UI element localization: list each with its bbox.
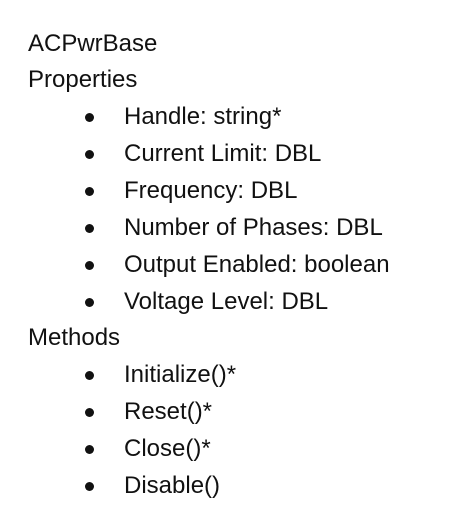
bullet-icon [85, 150, 94, 159]
class-name: ACPwrBase [28, 30, 158, 57]
property-item: Output Enabled: boolean [28, 246, 448, 283]
property-text: Frequency: DBL [124, 177, 298, 204]
property-text: Number of Phases: DBL [124, 214, 383, 241]
method-text: Close()* [124, 435, 211, 462]
property-item: Frequency: DBL [28, 172, 448, 209]
property-item: Number of Phases: DBL [28, 209, 448, 246]
property-text: Handle: string* [124, 103, 282, 130]
property-item: Current Limit: DBL [28, 135, 448, 172]
bullet-icon [85, 261, 94, 270]
property-item: Handle: string* [28, 98, 448, 135]
class-description: ACPwrBase Properties Handle: string* Cur… [28, 26, 448, 504]
method-item: Initialize()* [28, 356, 448, 393]
method-text: Initialize()* [124, 361, 237, 388]
property-text: Voltage Level: DBL [124, 288, 329, 315]
property-text: Output Enabled: boolean [124, 251, 390, 278]
method-item: Reset()* [28, 393, 448, 430]
bullet-icon [85, 187, 94, 196]
bullet-icon [85, 482, 94, 491]
bullet-icon [85, 113, 94, 122]
properties-list: Handle: string* Current Limit: DBL Frequ… [28, 98, 448, 320]
bullet-icon [85, 224, 94, 233]
method-text: Reset()* [124, 398, 213, 425]
bullet-icon [85, 408, 94, 417]
method-item: Disable() [28, 467, 448, 504]
methods-list: Initialize()* Reset()* Close()* Disable(… [28, 356, 448, 504]
properties-heading: Properties [28, 66, 138, 93]
method-text: Disable() [124, 472, 221, 499]
method-item: Close()* [28, 430, 448, 467]
property-text: Current Limit: DBL [124, 140, 322, 167]
bullet-icon [85, 371, 94, 380]
bullet-icon [85, 298, 94, 307]
bullet-icon [85, 445, 94, 454]
methods-heading: Methods [28, 324, 121, 351]
property-item: Voltage Level: DBL [28, 283, 448, 320]
